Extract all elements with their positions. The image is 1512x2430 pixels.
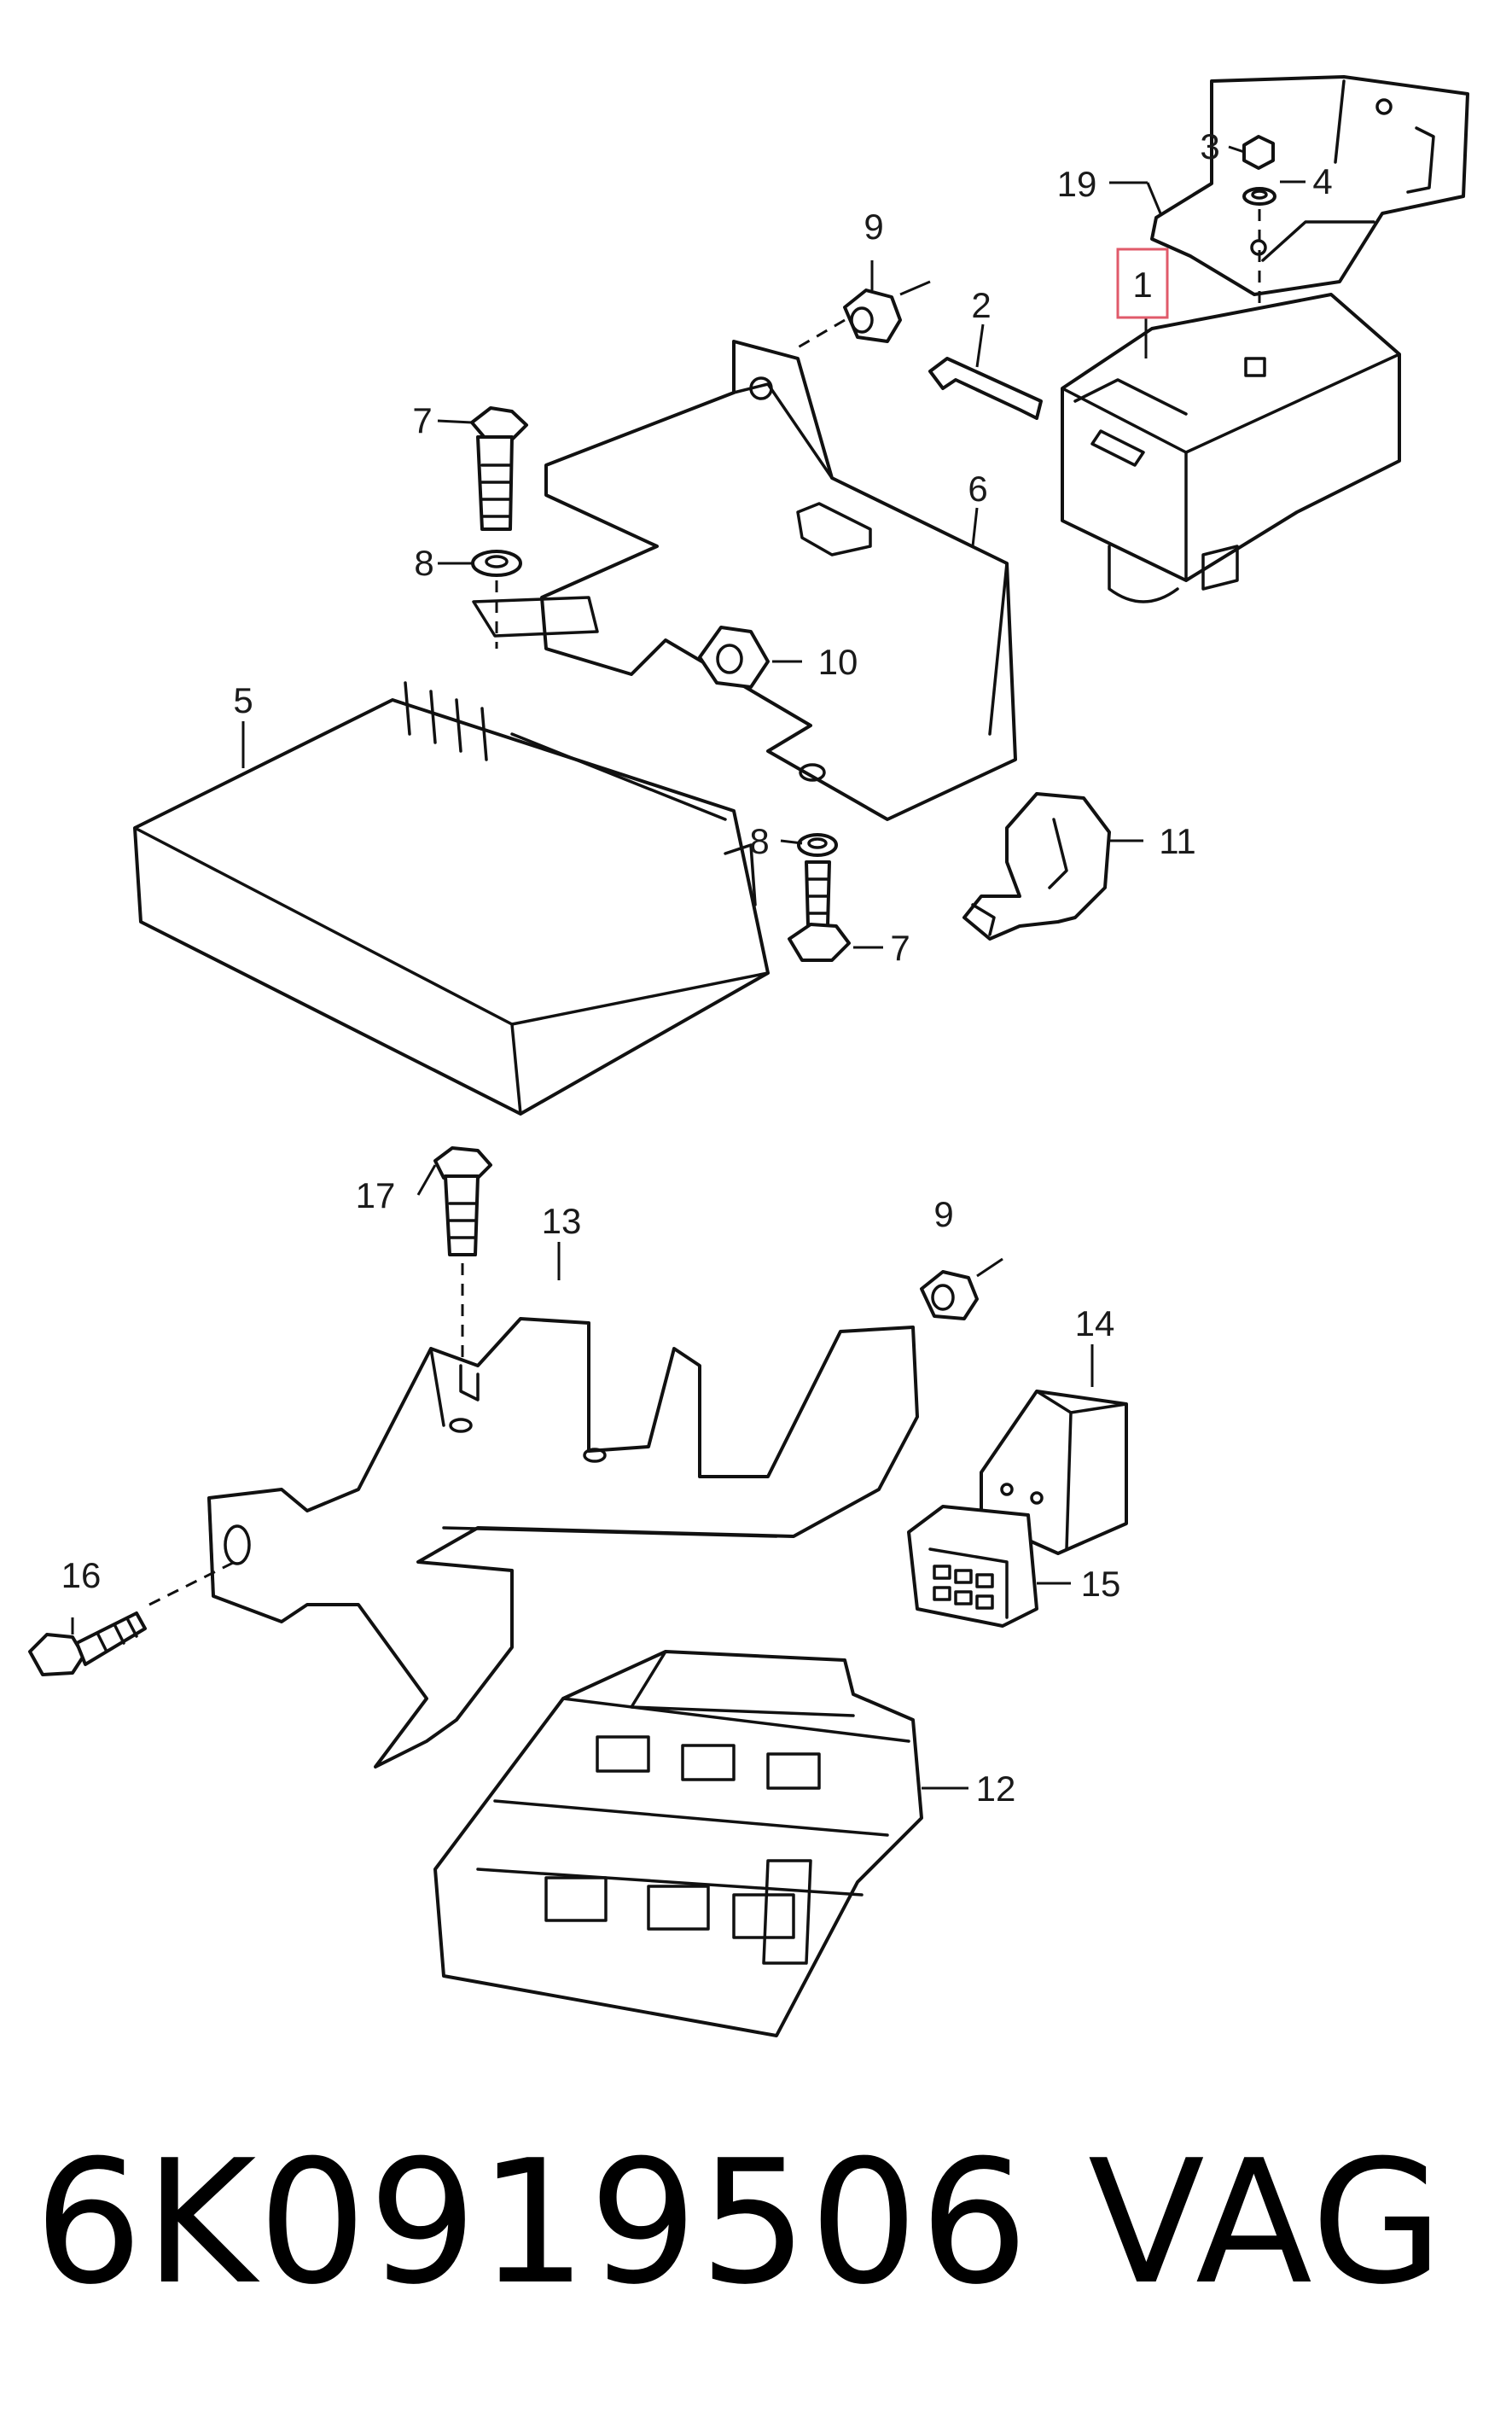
callout-labels: 1 2 3 4 5 6 7 7 8 8 9 9 10 11 12 13 14 1… — [61, 126, 1333, 1809]
socket-15 — [907, 1505, 1038, 1628]
callout-14: 14 — [1075, 1303, 1115, 1343]
callout-4: 4 — [1312, 161, 1332, 201]
callout-6: 6 — [968, 469, 987, 509]
callout-9-lower: 9 — [933, 1194, 953, 1234]
callout-17: 17 — [356, 1175, 396, 1215]
highlight-box — [1116, 248, 1169, 319]
bracket-6-tab — [472, 596, 599, 638]
callout-13: 13 — [542, 1201, 582, 1241]
brand-name: VAG — [1088, 2124, 1445, 2322]
callout-10: 10 — [818, 642, 858, 682]
control-unit-1 — [1061, 293, 1401, 603]
callout-3: 3 — [1200, 126, 1219, 166]
callout-15: 15 — [1081, 1564, 1121, 1604]
callout-7-top: 7 — [412, 400, 432, 440]
nut-3 — [1242, 135, 1275, 170]
bracket-19 — [1150, 75, 1469, 296]
callout-16: 16 — [61, 1555, 102, 1595]
clip-2 — [928, 357, 1043, 420]
callout-9-top: 9 — [864, 207, 883, 247]
callout-11: 11 — [1159, 821, 1196, 861]
clip-11 — [962, 792, 1111, 941]
screw-17 — [433, 1146, 492, 1417]
callout-12: 12 — [976, 1769, 1016, 1809]
grommet-10 — [698, 626, 770, 689]
bracket-6 — [540, 340, 1017, 821]
screw-7-top — [470, 406, 528, 531]
callout-2: 2 — [971, 285, 991, 325]
bracket-13 — [207, 1317, 919, 1769]
washer-4 — [1242, 187, 1276, 206]
part-number: 6K0919506 — [34, 2124, 1031, 2322]
engine-control-unit-12 — [433, 1650, 923, 2037]
bolt-16 — [28, 1560, 236, 1676]
nut-9-top — [793, 280, 931, 352]
leader-lines — [71, 145, 1306, 1790]
callout-5: 5 — [233, 680, 253, 720]
callout-8-lower: 8 — [749, 821, 769, 861]
screw-7-lower — [788, 860, 851, 962]
callout-1: 1 — [1132, 265, 1152, 305]
callout-8-top: 8 — [414, 543, 433, 583]
callout-19: 19 — [1057, 164, 1097, 204]
washer-8-lower — [797, 833, 838, 857]
callout-7-lower: 7 — [890, 928, 910, 968]
nut-9-lower — [920, 1257, 1003, 1320]
control-module-5 — [133, 681, 770, 1116]
